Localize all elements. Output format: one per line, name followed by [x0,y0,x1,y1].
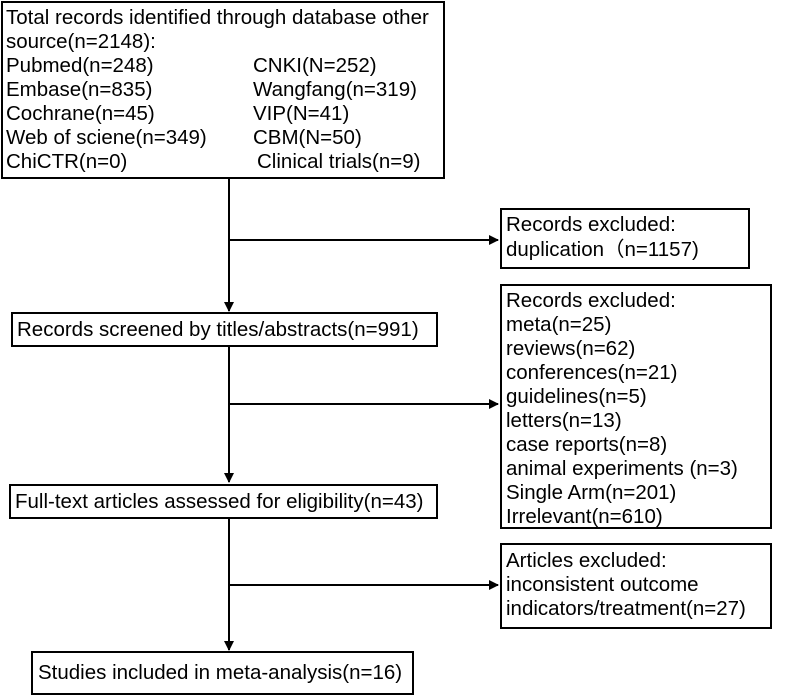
source-wangfang: Wangfang(n=319) [253,78,417,101]
source-chictr: ChiCTR(n=0) [6,150,128,173]
identification-title-line1: Total records identified through databas… [6,6,429,29]
fulltext-excluded-heading: Articles excluded: [506,549,667,572]
fulltext-excluded-line1: inconsistent outcome [506,573,699,596]
studies-included-box [31,651,414,695]
excluded-irrelevant: Irrelevant(n=610) [506,505,663,528]
duplicates-excluded-count: duplication（n=1157) [506,238,699,261]
excluded-animal-experiments: animal experiments (n=3) [506,457,738,480]
identification-title-line2: source(n=2148): [6,30,156,53]
fulltext-assessed-box [9,484,438,519]
source-pubmed: Pubmed(n=248) [6,54,154,77]
screening-excluded-heading: Records excluded: [506,289,676,312]
records-screened-label: Records screened by titles/abstracts(n=9… [17,318,419,341]
source-cochrane: Cochrane(n=45) [6,102,155,125]
excluded-single-arm: Single Arm(n=201) [506,481,677,504]
source-embase: Embase(n=835) [6,78,153,101]
screening-excluded-box [500,284,772,529]
source-cnki: CNKI(N=252) [253,54,377,77]
source-clinical-trials: Clinical trials(n=9) [257,150,421,173]
source-vip: VIP(N=41) [253,102,350,125]
studies-included-label: Studies included in meta-analysis(n=16) [38,661,403,684]
identification-box [1,1,445,179]
records-screened-box [11,312,438,347]
duplicates-excluded-heading: Records excluded: [506,213,676,236]
excluded-case-reports: case reports(n=8) [506,433,668,456]
fulltext-excluded-box [500,543,772,629]
excluded-meta: meta(n=25) [506,313,612,336]
excluded-letters: letters(n=13) [506,409,622,432]
excluded-guidelines: guidelines(n=5) [506,385,647,408]
fulltext-assessed-label: Full-text articles assessed for eligibil… [15,490,424,513]
duplicates-excluded-box [500,208,750,269]
excluded-reviews: reviews(n=62) [506,337,636,360]
excluded-conferences: conferences(n=21) [506,361,678,384]
source-cbm: CBM(N=50) [253,126,362,149]
fulltext-excluded-line2: indicators/treatment(n=27) [506,597,746,620]
source-web-of-science: Web of sciene(n=349) [6,126,207,149]
